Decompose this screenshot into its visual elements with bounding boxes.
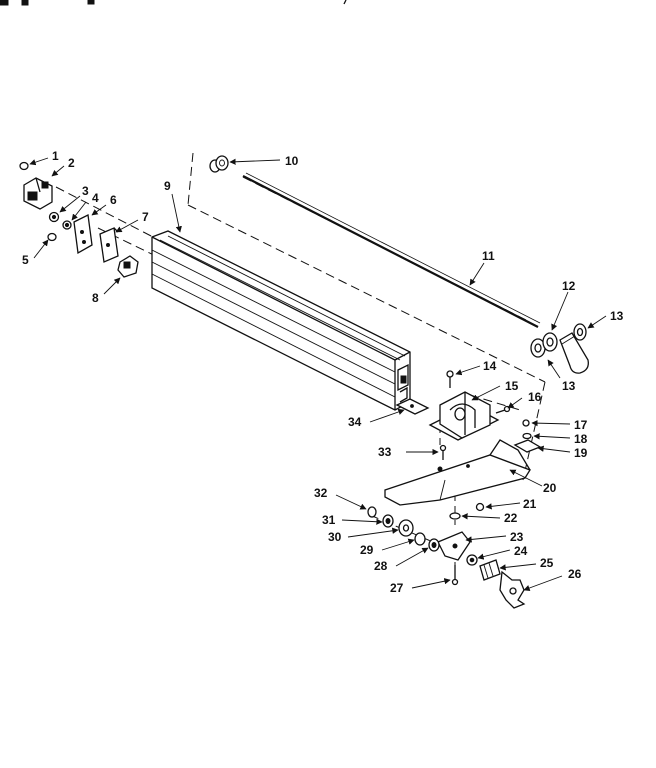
- cropped-fragment: [0, 0, 347, 6]
- callout-labels: 1 2 3 4 5 6 7 8 9 10 11 12 13 13 14 15 1…: [22, 149, 624, 595]
- callout-5: 5: [22, 253, 29, 267]
- callout-10: 10: [285, 154, 299, 168]
- callout-24: 24: [514, 544, 528, 558]
- callout-14: 14: [483, 359, 497, 373]
- callout-25: 25: [540, 556, 554, 570]
- callout-26: 26: [568, 567, 582, 581]
- left-end-parts: [19, 161, 139, 278]
- callout-28: 28: [374, 559, 388, 573]
- callout-18: 18: [574, 432, 588, 446]
- callout-6: 6: [110, 193, 117, 207]
- callout-27: 27: [390, 581, 404, 595]
- callout-32: 32: [314, 486, 328, 500]
- callout-13b: 13: [562, 379, 576, 393]
- fence-rod: [242, 172, 541, 328]
- callout-11: 11: [482, 249, 495, 263]
- callout-19: 19: [574, 446, 588, 460]
- callout-17: 17: [574, 418, 588, 432]
- callout-31: 31: [322, 513, 336, 527]
- base-plate: [384, 439, 531, 506]
- callout-13a: 13: [610, 309, 624, 323]
- handle-assembly: [530, 323, 589, 374]
- mounting-bracket: [428, 391, 500, 441]
- callout-22: 22: [504, 511, 518, 525]
- callout-8: 8: [92, 291, 99, 305]
- callout-15: 15: [505, 379, 519, 393]
- callout-2: 2: [68, 156, 75, 170]
- callout-9: 9: [164, 179, 171, 193]
- fence-rail: [151, 230, 411, 411]
- washer-stack: [367, 506, 440, 552]
- callout-12: 12: [562, 279, 576, 293]
- callout-4: 4: [92, 191, 99, 205]
- callout-1: 1: [52, 149, 59, 163]
- callout-7: 7: [142, 210, 149, 224]
- callout-20: 20: [543, 481, 557, 495]
- callout-30: 30: [328, 530, 342, 544]
- callout-16: 16: [528, 390, 542, 404]
- callout-33: 33: [378, 445, 392, 459]
- lower-hardware: [437, 502, 526, 609]
- hardware: [439, 370, 542, 460]
- callout-3: 3: [82, 184, 89, 198]
- clamp-plate: [395, 398, 430, 415]
- leader-lines: [29, 157, 607, 591]
- callout-21: 21: [523, 497, 537, 511]
- rod-end-cap: [209, 155, 229, 173]
- callout-34: 34: [348, 415, 362, 429]
- callout-29: 29: [360, 543, 374, 557]
- callout-23: 23: [510, 530, 524, 544]
